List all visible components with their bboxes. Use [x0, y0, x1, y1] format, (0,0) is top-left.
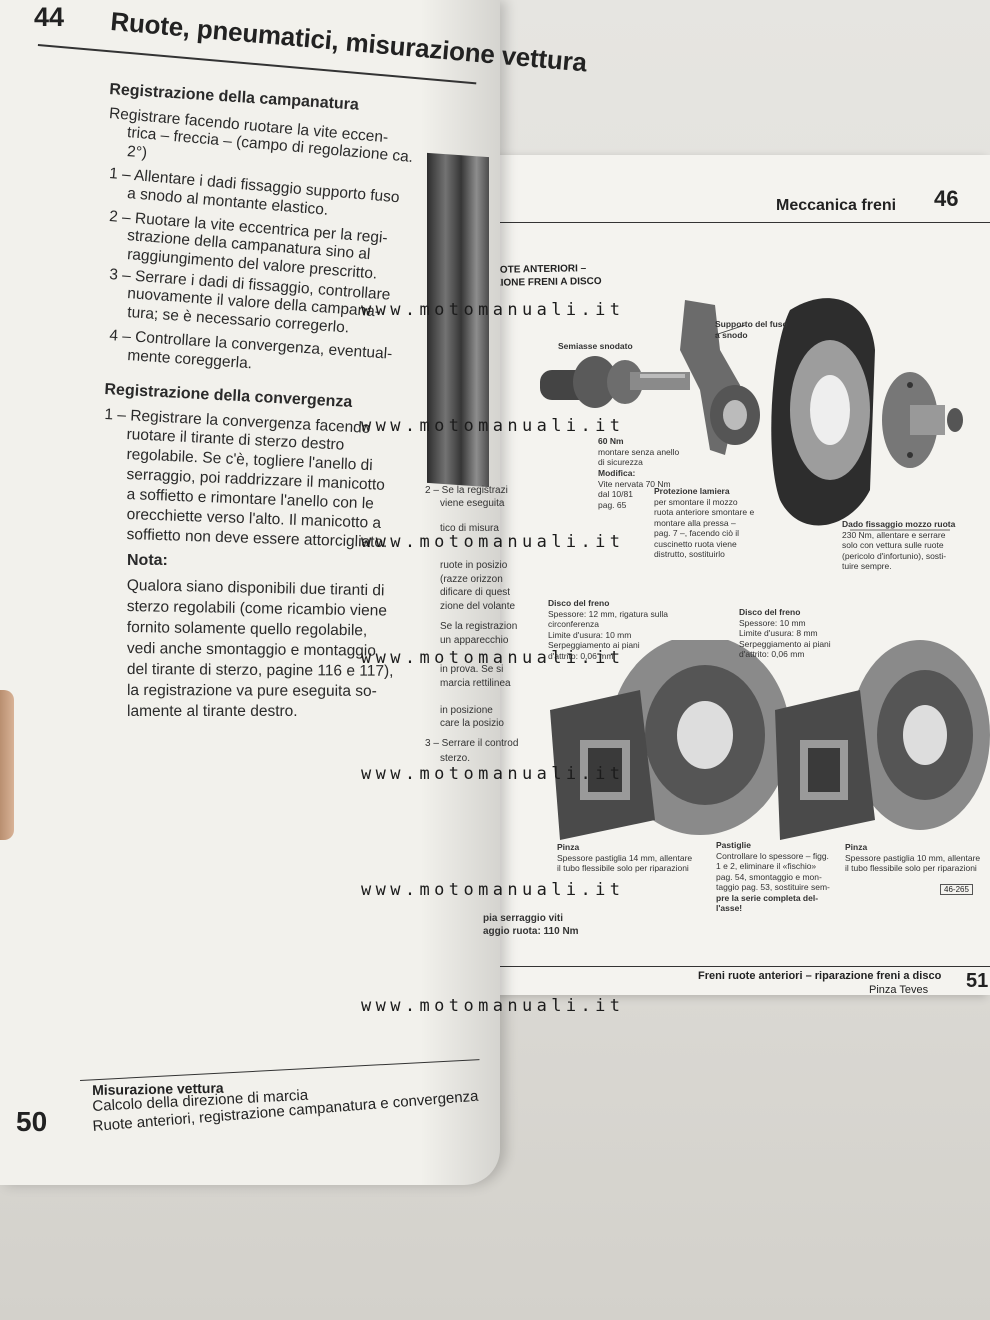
middle-fragment: un apparecchio — [440, 635, 509, 646]
axle-shaft-drawing — [540, 356, 690, 408]
callout-modifica: Modifica: Vite nervata 70 Nm dal 10/81 p… — [598, 468, 671, 510]
right-header-rule — [492, 222, 990, 223]
note-line: vedi anche smontaggio e montaggio — [126, 639, 377, 660]
callout-pinza2: Pinza Spessore pastiglia 10 mm, allentar… — [845, 842, 981, 873]
right-footer-rule — [492, 966, 990, 967]
middle-fragment: pia serraggio viti — [483, 913, 564, 924]
middle-fragment: in posizione — [440, 705, 493, 716]
callout-60nm: 60 Nm montare senza anello di sicurezza — [598, 436, 680, 467]
callout-disco1: Disco del freno Spessore: 12 mm, rigatur… — [548, 598, 668, 661]
callout-protezione: Protezione lamiera per smontare il mozzo… — [654, 486, 755, 559]
middle-fragment: zione del volante — [440, 601, 516, 612]
watermark: www.motomanuali.it — [361, 764, 625, 784]
note-line: del tirante di sterzo, pagine 116 e 117)… — [126, 661, 394, 680]
left-footer-page-number: 50 — [16, 1106, 48, 1137]
note-line: la registrazione va pure eseguita so- — [126, 682, 377, 700]
section1-intro-3: 2°) — [126, 142, 148, 162]
wheel-hub-drawing — [882, 372, 963, 468]
right-header-title: Meccanica freni — [776, 197, 897, 214]
callout-semiasse: Semiasse snodato — [558, 341, 633, 351]
middle-fragment: Se la registrazion — [440, 621, 518, 632]
note-line: lamente al tirante destro. — [127, 703, 298, 720]
callout-pinza1: Pinza Spessore pastiglia 14 mm, allentar… — [557, 842, 693, 873]
disc-brake-illustrations — [550, 640, 990, 840]
right-footer-page-number: 51 — [966, 970, 989, 992]
middle-fragment: sterzo. — [440, 753, 471, 764]
middle-fragment: marcia rettilinea — [440, 678, 511, 689]
thumb — [0, 690, 14, 840]
middle-fragment: dificare di quest — [440, 587, 511, 598]
note-title: Nota: — [127, 552, 168, 569]
steering-knuckle-drawing — [680, 300, 760, 455]
page-curl-shadow — [420, 0, 500, 1185]
middle-fragment: in prova. Se si — [440, 664, 504, 675]
callout-pastiglie: Pastiglie Controllare lo spessore – figg… — [716, 840, 830, 913]
watermark: www.motomanuali.it — [361, 532, 625, 552]
left-chapter-number: 44 — [34, 2, 65, 32]
middle-fragment: aggio ruota: 110 Nm — [483, 926, 579, 937]
right-footer-subtitle: Pinza Teves — [869, 984, 929, 996]
watermark: www.motomanuali.it — [361, 300, 625, 320]
middle-fragment: ruote in posizio — [440, 560, 508, 571]
figure-reference: 46-265 — [940, 884, 973, 895]
watermark: www.motomanuali.it — [361, 880, 625, 900]
watermark: www.motomanuali.it — [361, 416, 625, 436]
callout-supporto: Supporto del fuso a snodo — [715, 319, 788, 340]
watermark: www.motomanuali.it — [361, 996, 625, 1016]
middle-fragment: 3 – Serrare il controd — [425, 738, 519, 749]
middle-fragment: 2 – Se la registrazi — [425, 485, 508, 496]
middle-fragment: viene eseguita — [440, 498, 505, 509]
splash-shield-drawing — [771, 298, 875, 526]
disc-brake-right-drawing — [775, 640, 990, 840]
right-footer-title: Freni ruote anteriori – riparazione fren… — [698, 970, 942, 982]
right-header-number: 46 — [934, 186, 959, 211]
right-page — [482, 155, 990, 995]
middle-fragment: tico di misura — [440, 523, 499, 534]
left-page — [0, 0, 500, 1185]
watermark: www.motomanuali.it — [361, 648, 625, 668]
callout-dado: Dado fissaggio mozzo ruota 230 Nm, allen… — [842, 519, 956, 571]
middle-fragment: (razze orizzon — [440, 574, 503, 585]
exploded-hub-illustration — [540, 298, 963, 531]
middle-fragment: care la posizio — [440, 718, 504, 729]
disc-brake-left-drawing — [550, 640, 790, 840]
note-line: fornito solamente quello regolabile, — [126, 618, 368, 640]
callout-disco2: Disco del freno Spessore: 10 mm Limite d… — [739, 607, 831, 659]
